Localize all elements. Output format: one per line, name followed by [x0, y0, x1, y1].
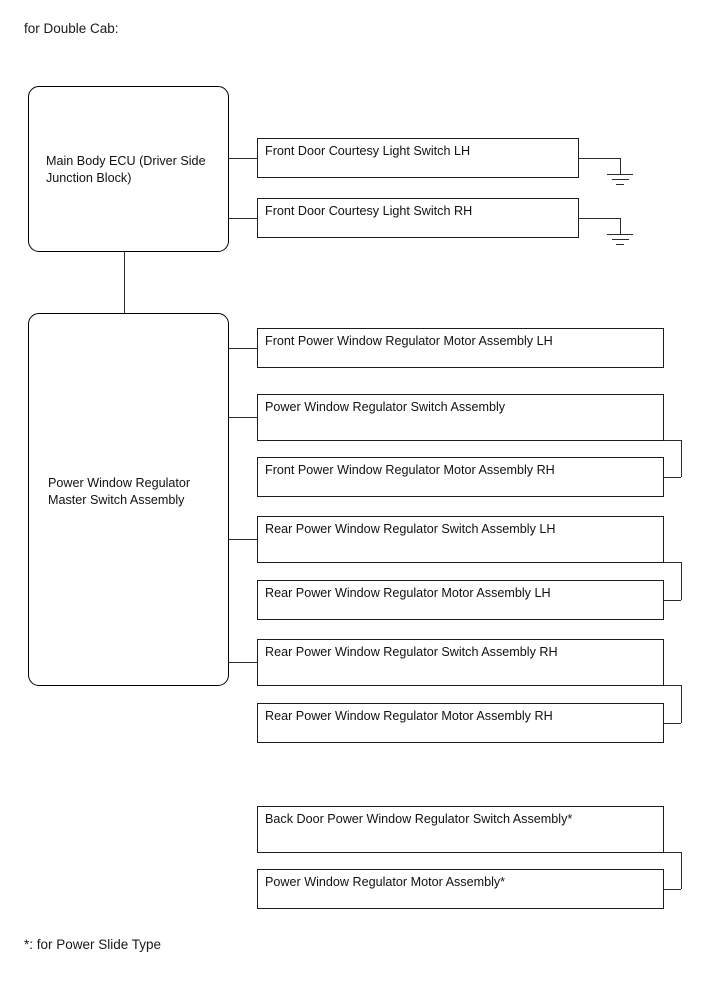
wire-fdcl-lh-ground-drop: [620, 158, 621, 174]
box-back-door-pw-switch-label: Back Door Power Window Regulator Switch …: [265, 812, 573, 826]
wire-master-to-rpw-switch-rh: [229, 662, 257, 663]
wire-bracket-b-vertical: [681, 562, 682, 600]
box-pw-regulator-switch-label: Power Window Regulator Switch Assembly: [265, 400, 506, 414]
wire-ecu-to-fdcl-lh: [229, 158, 257, 159]
wire-bracket-b-bottom: [664, 600, 681, 601]
box-back-door-pw-motor-label: Power Window Regulator Motor Assembly*: [265, 875, 506, 889]
ground-bar-1: [607, 174, 633, 175]
box-pw-regulator-switch[interactable]: Power Window Regulator Switch Assembly: [257, 394, 664, 441]
box-front-pw-motor-rh-label: Front Power Window Regulator Motor Assem…: [265, 463, 555, 477]
box-rear-pw-switch-lh-label: Rear Power Window Regulator Switch Assem…: [265, 522, 556, 536]
wire-bracket-b-top: [664, 562, 681, 563]
box-rear-pw-switch-rh[interactable]: Rear Power Window Regulator Switch Assem…: [257, 639, 664, 686]
box-front-door-courtesy-light-rh-label: Front Door Courtesy Light Switch RH: [265, 204, 473, 218]
wire-fdcl-rh-ground-drop: [620, 218, 621, 234]
box-rear-pw-motor-rh[interactable]: Rear Power Window Regulator Motor Assemb…: [257, 703, 664, 743]
wire-ecu-to-fdcl-rh: [229, 218, 257, 219]
box-rear-pw-switch-rh-label: Rear Power Window Regulator Switch Assem…: [265, 645, 558, 659]
box-front-pw-motor-lh-label: Front Power Window Regulator Motor Assem…: [265, 334, 553, 348]
box-back-door-pw-motor[interactable]: Power Window Regulator Motor Assembly*: [257, 869, 664, 909]
box-front-pw-motor-lh[interactable]: Front Power Window Regulator Motor Assem…: [257, 328, 664, 368]
wire-bracket-d-vertical: [681, 852, 682, 889]
wire-bracket-a-vertical: [681, 440, 682, 477]
box-rear-pw-switch-lh[interactable]: Rear Power Window Regulator Switch Assem…: [257, 516, 664, 563]
ground-bar-3: [616, 184, 624, 185]
ground-bar-1: [607, 234, 633, 235]
wire-bracket-a-top: [664, 440, 681, 441]
node-main-body-ecu-label: Main Body ECU (Driver Side Junction Bloc…: [46, 154, 206, 185]
node-master-switch[interactable]: Power Window Regulator Master Switch Ass…: [28, 313, 229, 686]
wire-fdcl-lh-to-ground: [579, 158, 620, 159]
ground-bar-2: [611, 179, 629, 180]
box-back-door-pw-switch[interactable]: Back Door Power Window Regulator Switch …: [257, 806, 664, 853]
wire-master-to-rpw-switch-lh: [229, 539, 257, 540]
wire-bracket-a-bottom: [664, 477, 681, 478]
node-main-body-ecu[interactable]: Main Body ECU (Driver Side Junction Bloc…: [28, 86, 229, 252]
wire-bracket-c-top: [664, 685, 681, 686]
wire-bracket-d-bottom: [664, 889, 681, 890]
wire-bracket-c-vertical: [681, 685, 682, 723]
node-master-switch-label: Power Window Regulator Master Switch Ass…: [48, 476, 191, 507]
box-rear-pw-motor-lh-label: Rear Power Window Regulator Motor Assemb…: [265, 586, 551, 600]
ground-bar-3: [616, 244, 624, 245]
box-front-door-courtesy-light-rh[interactable]: Front Door Courtesy Light Switch RH: [257, 198, 579, 238]
wire-fdcl-rh-to-ground: [579, 218, 620, 219]
box-front-door-courtesy-light-lh-label: Front Door Courtesy Light Switch LH: [265, 144, 471, 158]
box-rear-pw-motor-lh[interactable]: Rear Power Window Regulator Motor Assemb…: [257, 580, 664, 620]
box-front-door-courtesy-light-lh[interactable]: Front Door Courtesy Light Switch LH: [257, 138, 579, 178]
wire-bracket-d-top: [664, 852, 681, 853]
wire-ecu-to-master: [124, 252, 125, 313]
wire-bracket-c-bottom: [664, 723, 681, 724]
page-title: for Double Cab:: [24, 21, 119, 36]
wire-master-to-fpw-motor-lh: [229, 348, 257, 349]
box-rear-pw-motor-rh-label: Rear Power Window Regulator Motor Assemb…: [265, 709, 553, 723]
wire-master-to-pw-switch: [229, 417, 257, 418]
ground-bar-2: [611, 239, 629, 240]
footnote: *: for Power Slide Type: [24, 937, 162, 952]
box-front-pw-motor-rh[interactable]: Front Power Window Regulator Motor Assem…: [257, 457, 664, 497]
